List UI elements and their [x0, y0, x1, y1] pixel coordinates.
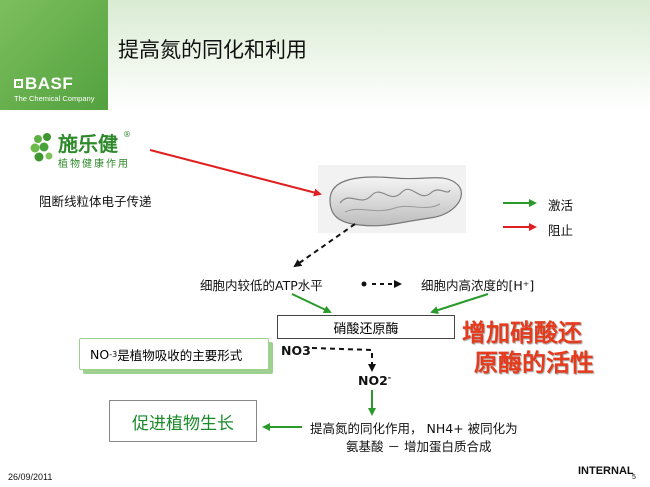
atp-activate-arrow: [291, 293, 332, 314]
nitrate-reductase-label: 硝酸还原酶: [333, 321, 399, 337]
no3-to-no2-arrow: [311, 347, 376, 372]
assimilation-line-1: 提高氮的同化作用， NH4+ 被同化为: [310, 421, 518, 436]
h-activate-arrow: [430, 293, 489, 314]
nitrate-reductase-box: 硝酸还原酶: [277, 315, 455, 339]
atp-low-text: 细胞内较低的ATP水平: [200, 278, 323, 293]
assimilation-line-2: 氨基酸 － 增加蛋白质合成: [346, 439, 492, 454]
footer-date: 26/09/2011: [8, 472, 53, 482]
page-title: 提高氮的同化和利用: [118, 38, 307, 62]
no2-label: NO2-: [358, 373, 392, 389]
brand-name: BASF: [25, 74, 74, 93]
highlight-line-2: 原酶的活性: [474, 348, 594, 377]
h-high-text: 细胞内高浓度的[H⁺]: [421, 278, 535, 293]
basf-logo: BASF: [14, 74, 73, 94]
main-form-sup: -: [109, 349, 113, 359]
mitochondrion-image: [318, 165, 466, 233]
no3-label: NO3: [281, 343, 311, 358]
registered-mark: ®: [123, 130, 131, 139]
main-form-text: 是植物吸收的主要形式: [117, 347, 243, 363]
legend-activate-label: 激活: [548, 198, 574, 213]
header-band: [0, 0, 650, 110]
promote-growth-box: 促进植物生长: [109, 400, 257, 442]
product-subtitle: 植物健康作用: [58, 159, 130, 170]
footer-internal: INTERNAL: [578, 465, 634, 477]
main-form-prefix: NO: [90, 346, 110, 362]
product-logo: 施乐健 ® 植物健康作用: [28, 128, 148, 172]
no2-charge: -: [387, 373, 392, 382]
page-number: 5: [632, 474, 636, 481]
block-mito-text: 阻断线粒体电子传递: [39, 194, 152, 209]
main-form-sub: 3: [112, 349, 118, 359]
brand-panel: BASF The Chemical Company: [0, 0, 108, 110]
promote-growth-label: 促进植物生长: [132, 413, 234, 434]
highlight-line-1: 增加硝酸还: [462, 318, 582, 347]
legend-block-label: 阻止: [548, 223, 574, 238]
brand-tagline: The Chemical Company: [14, 94, 95, 103]
basf-square-icon: [14, 79, 23, 88]
block-arrow: [149, 149, 322, 197]
atp-dashed-arrow: [293, 223, 356, 268]
grape-icon: [30, 133, 53, 162]
product-name: 施乐健: [58, 132, 118, 156]
